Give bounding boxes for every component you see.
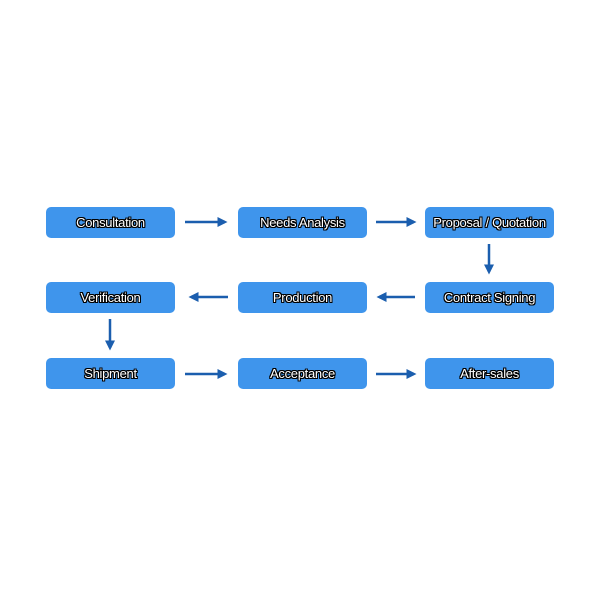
step-after-sales: After-sales: [425, 358, 554, 389]
step-label: Verification: [80, 290, 141, 305]
step-consultation: Consultation: [46, 207, 175, 238]
step-needs-analysis: Needs Analysis: [238, 207, 367, 238]
step-label: Shipment: [84, 366, 137, 381]
step-production: Production: [238, 282, 367, 313]
step-label: After-sales: [460, 366, 519, 381]
step-proposal-quotation: Proposal / Quotation: [425, 207, 554, 238]
step-label: Proposal / Quotation: [433, 215, 546, 230]
step-contract-signing: Contract Signing: [425, 282, 554, 313]
step-acceptance: Acceptance: [238, 358, 367, 389]
step-label: Acceptance: [270, 366, 335, 381]
step-verification: Verification: [46, 282, 175, 313]
step-label: Consultation: [76, 215, 145, 230]
step-label: Contract Signing: [443, 290, 536, 305]
step-shipment: Shipment: [46, 358, 175, 389]
step-label: Production: [272, 290, 333, 305]
step-label: Needs Analysis: [260, 215, 345, 230]
